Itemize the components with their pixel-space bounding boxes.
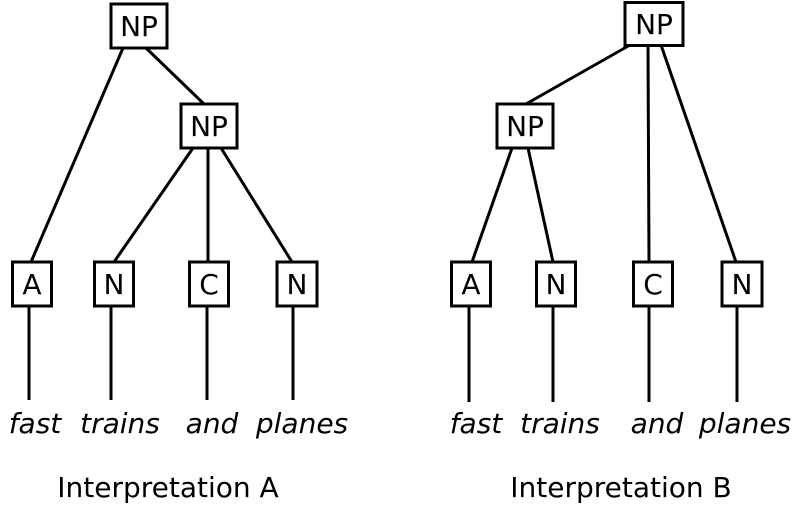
leaf-word-and: and <box>631 407 684 440</box>
node-label-np-root: NP <box>635 8 673 41</box>
caption-interpretation-a: Interpretation A <box>57 471 278 504</box>
node-box-c <box>188 260 230 308</box>
tree-edge-np-root-to-c <box>646 44 651 263</box>
node-label-np-inner: NP <box>506 110 544 143</box>
leaf-word-planes: planes <box>698 407 791 440</box>
node-box-c <box>632 260 674 308</box>
node-label-n2: N <box>732 268 753 301</box>
leaf-word-planes: planes <box>255 407 348 440</box>
node-label-c: C <box>199 268 219 301</box>
tree-edge-np-root-to-np-inner <box>525 43 631 106</box>
node-box-np-root <box>109 2 169 50</box>
node-label-n1: N <box>546 268 567 301</box>
tree-edge-np-inner-to-a <box>470 147 514 263</box>
node-box-a <box>11 260 53 308</box>
node-label-a: A <box>22 268 41 301</box>
tree-edge-np-root-to-a <box>29 47 125 263</box>
node-box-np-root <box>623 1 685 47</box>
node-label-a: A <box>461 268 480 301</box>
leaf-word-and: and <box>186 407 239 440</box>
node-box-n2 <box>275 260 319 308</box>
node-box-n1 <box>535 260 577 308</box>
node-box-n2 <box>720 260 764 308</box>
tree-edge-np-root-to-n2 <box>659 44 738 263</box>
leaf-word-trains: trains <box>520 407 600 440</box>
node-box-n1 <box>93 260 135 308</box>
node-label-c: C <box>643 268 663 301</box>
node-box-np-inner <box>495 102 555 150</box>
tree-edge-np-root-to-np-inner <box>144 46 206 106</box>
node-box-a <box>450 260 492 308</box>
tree-edge-np-inner-to-n1 <box>112 147 195 263</box>
caption-interpretation-b: Interpretation B <box>510 471 732 504</box>
leaf-word-fast: fast <box>9 407 63 440</box>
tree-edge-np-inner-to-n1 <box>526 147 555 263</box>
tree-edge-np-inner-to-n2 <box>219 147 294 263</box>
leaf-word-trains: trains <box>80 407 160 440</box>
node-box-np-inner <box>179 102 239 150</box>
node-label-n2: N <box>287 268 308 301</box>
node-label-np-root: NP <box>120 10 158 43</box>
leaf-word-fast: fast <box>450 407 504 440</box>
node-label-n1: N <box>104 268 125 301</box>
node-label-np-inner: NP <box>190 110 228 143</box>
